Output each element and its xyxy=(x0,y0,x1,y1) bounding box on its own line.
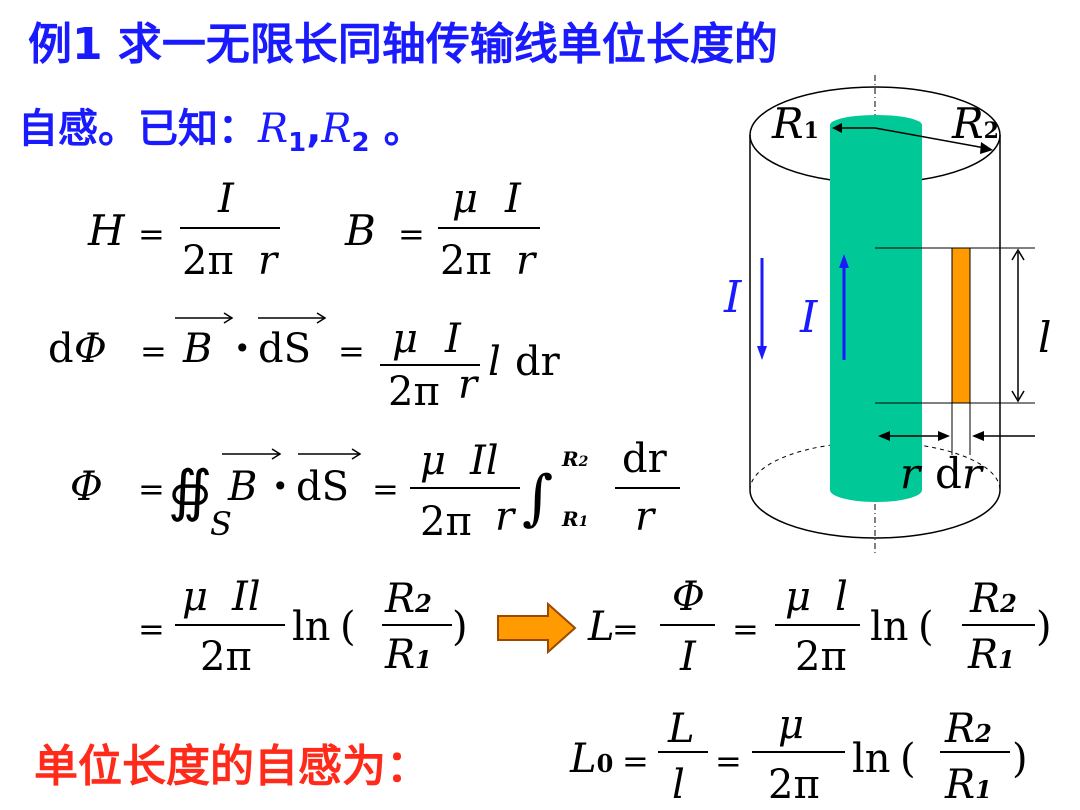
eq-dot-2: • xyxy=(272,470,289,503)
eq-I-num-2: I xyxy=(504,176,522,222)
slide-title: 例1 求一无限长同轴传输线单位长度的 xyxy=(28,19,778,70)
svg-text:(: ( xyxy=(340,604,356,650)
eq-equals-4: = xyxy=(338,332,365,370)
R2-arrow xyxy=(874,127,986,149)
given-line: 自感。已知：R1,R2 。 xyxy=(18,96,424,158)
eq-dot-1: • xyxy=(234,332,251,365)
eq-equals-7: = xyxy=(138,610,165,648)
eq-ln-2: ln xyxy=(870,604,909,650)
eq-ln-3: ln xyxy=(852,736,891,782)
eq-H: H xyxy=(87,206,126,255)
var-R1: R xyxy=(258,106,289,152)
eq-equals-9: = xyxy=(732,610,759,648)
svg-text:(: ( xyxy=(900,736,916,782)
eq-R1-2: R1 xyxy=(967,632,1015,678)
outer-bottom-front xyxy=(749,489,1001,539)
eq-L: L xyxy=(587,604,615,650)
eq-B: B xyxy=(344,206,376,255)
eq-mu-4: μ xyxy=(182,574,208,620)
eq-r-3: r xyxy=(458,362,480,408)
eq-r-2: r xyxy=(516,238,538,284)
eq-equals-5: = xyxy=(138,470,165,508)
eq-lim-R1: R1 xyxy=(561,507,588,531)
eq-R2-2: R2 xyxy=(969,576,1017,622)
eq-R1-3: R1 xyxy=(944,762,992,808)
surface-integral-icon: ∯ xyxy=(168,459,212,524)
fig-label-I-outer: I xyxy=(723,272,743,323)
eq-equals-11: = xyxy=(715,742,742,780)
eq-l-1: l xyxy=(488,339,501,385)
period: 。 xyxy=(369,106,424,152)
eq-mu-3: μ xyxy=(420,438,446,484)
fig-label-I-inner: I xyxy=(799,292,819,343)
eq-l-2: l xyxy=(835,574,848,620)
eq-equals-2: = xyxy=(398,215,425,253)
eq-Phi-3: Φ xyxy=(672,574,705,620)
fig-label-R1: R1 xyxy=(771,99,819,148)
eq-lim-R2: R2 xyxy=(561,447,589,471)
eq-equals-1: = xyxy=(138,215,165,253)
eq-B-vec-2: B xyxy=(227,464,257,510)
var-R2: R xyxy=(321,106,352,152)
fig-label-r: r xyxy=(900,449,923,498)
eq-R1-1: R1 xyxy=(384,632,432,678)
given-prefix: 自感。已知： xyxy=(18,106,258,152)
eq-dS-2: dS xyxy=(296,464,349,510)
eq-dS-1: dS xyxy=(258,326,311,372)
eq-Phi-1: Φ xyxy=(74,326,107,372)
eq-L0: L0 xyxy=(569,736,613,782)
eq-2pi-5: 2π xyxy=(200,634,252,680)
outer-bottom-back xyxy=(749,441,1001,491)
eq-2pi-2: 2π xyxy=(440,238,492,284)
eq-ln-1: ln xyxy=(292,604,331,650)
eq-R2-1: R2 xyxy=(384,576,432,622)
svg-text:(: ( xyxy=(918,604,934,650)
eq-r-5: r xyxy=(635,494,657,540)
eq-equals-3: = xyxy=(140,332,167,370)
eq-I-den: I xyxy=(679,634,697,680)
eq-r-4: r xyxy=(495,494,517,540)
eq-mu-6: μ xyxy=(778,702,804,748)
eq-dr-1: dr xyxy=(515,339,561,385)
eq-Phi-2: Φ xyxy=(70,464,103,510)
fig-label-R2: R2 xyxy=(951,99,999,148)
eq-equals-8: = xyxy=(612,610,639,648)
coax-figure: R1 R2 I I l r dr xyxy=(723,75,1051,555)
eq-l-den: l xyxy=(672,762,685,808)
eq-r-1: r xyxy=(258,238,280,284)
eq-d: d xyxy=(48,326,74,372)
summary-label: 单位长度的自感为： xyxy=(34,741,430,792)
eq-2pi-3: 2π xyxy=(388,369,440,415)
svg-text:): ) xyxy=(1012,736,1028,782)
implies-arrow-icon xyxy=(497,601,577,655)
eq-I-num-1: I xyxy=(217,176,235,222)
eq-B-vec-1: B xyxy=(182,326,212,372)
eq-2pi-6: 2π xyxy=(795,634,847,680)
eq-R2-3: R2 xyxy=(944,706,992,752)
eq-dr-2: dr xyxy=(622,436,668,482)
eq-2pi-1: 2π xyxy=(182,238,234,284)
area-strip xyxy=(951,247,971,404)
eq-mu-1: μ xyxy=(452,176,478,222)
sub-R1: 1 xyxy=(288,128,307,158)
eq-2pi-4: 2π xyxy=(420,499,472,545)
integral-icon: ∫ xyxy=(522,463,553,533)
svg-text:): ) xyxy=(452,604,468,650)
eq-equals-6: = xyxy=(372,470,399,508)
eq-equals-10: = xyxy=(622,742,649,780)
eq-mu-5: μ xyxy=(785,574,811,620)
sub-R2: 2 xyxy=(351,128,370,158)
eq-S-sub: S xyxy=(210,505,232,543)
eq-Il-1: Il xyxy=(469,438,499,484)
comma: , xyxy=(306,106,322,152)
fig-label-l: l xyxy=(1038,313,1051,362)
eq-I-num-3: I xyxy=(444,316,462,362)
svg-text:): ) xyxy=(1036,604,1052,650)
eq-2pi-7: 2π xyxy=(768,762,820,808)
eq-mu-2: μ xyxy=(392,316,418,362)
eq-L-num: L xyxy=(667,706,695,752)
fig-label-dr: dr xyxy=(935,449,985,498)
eq-Il-2: Il xyxy=(231,574,261,620)
